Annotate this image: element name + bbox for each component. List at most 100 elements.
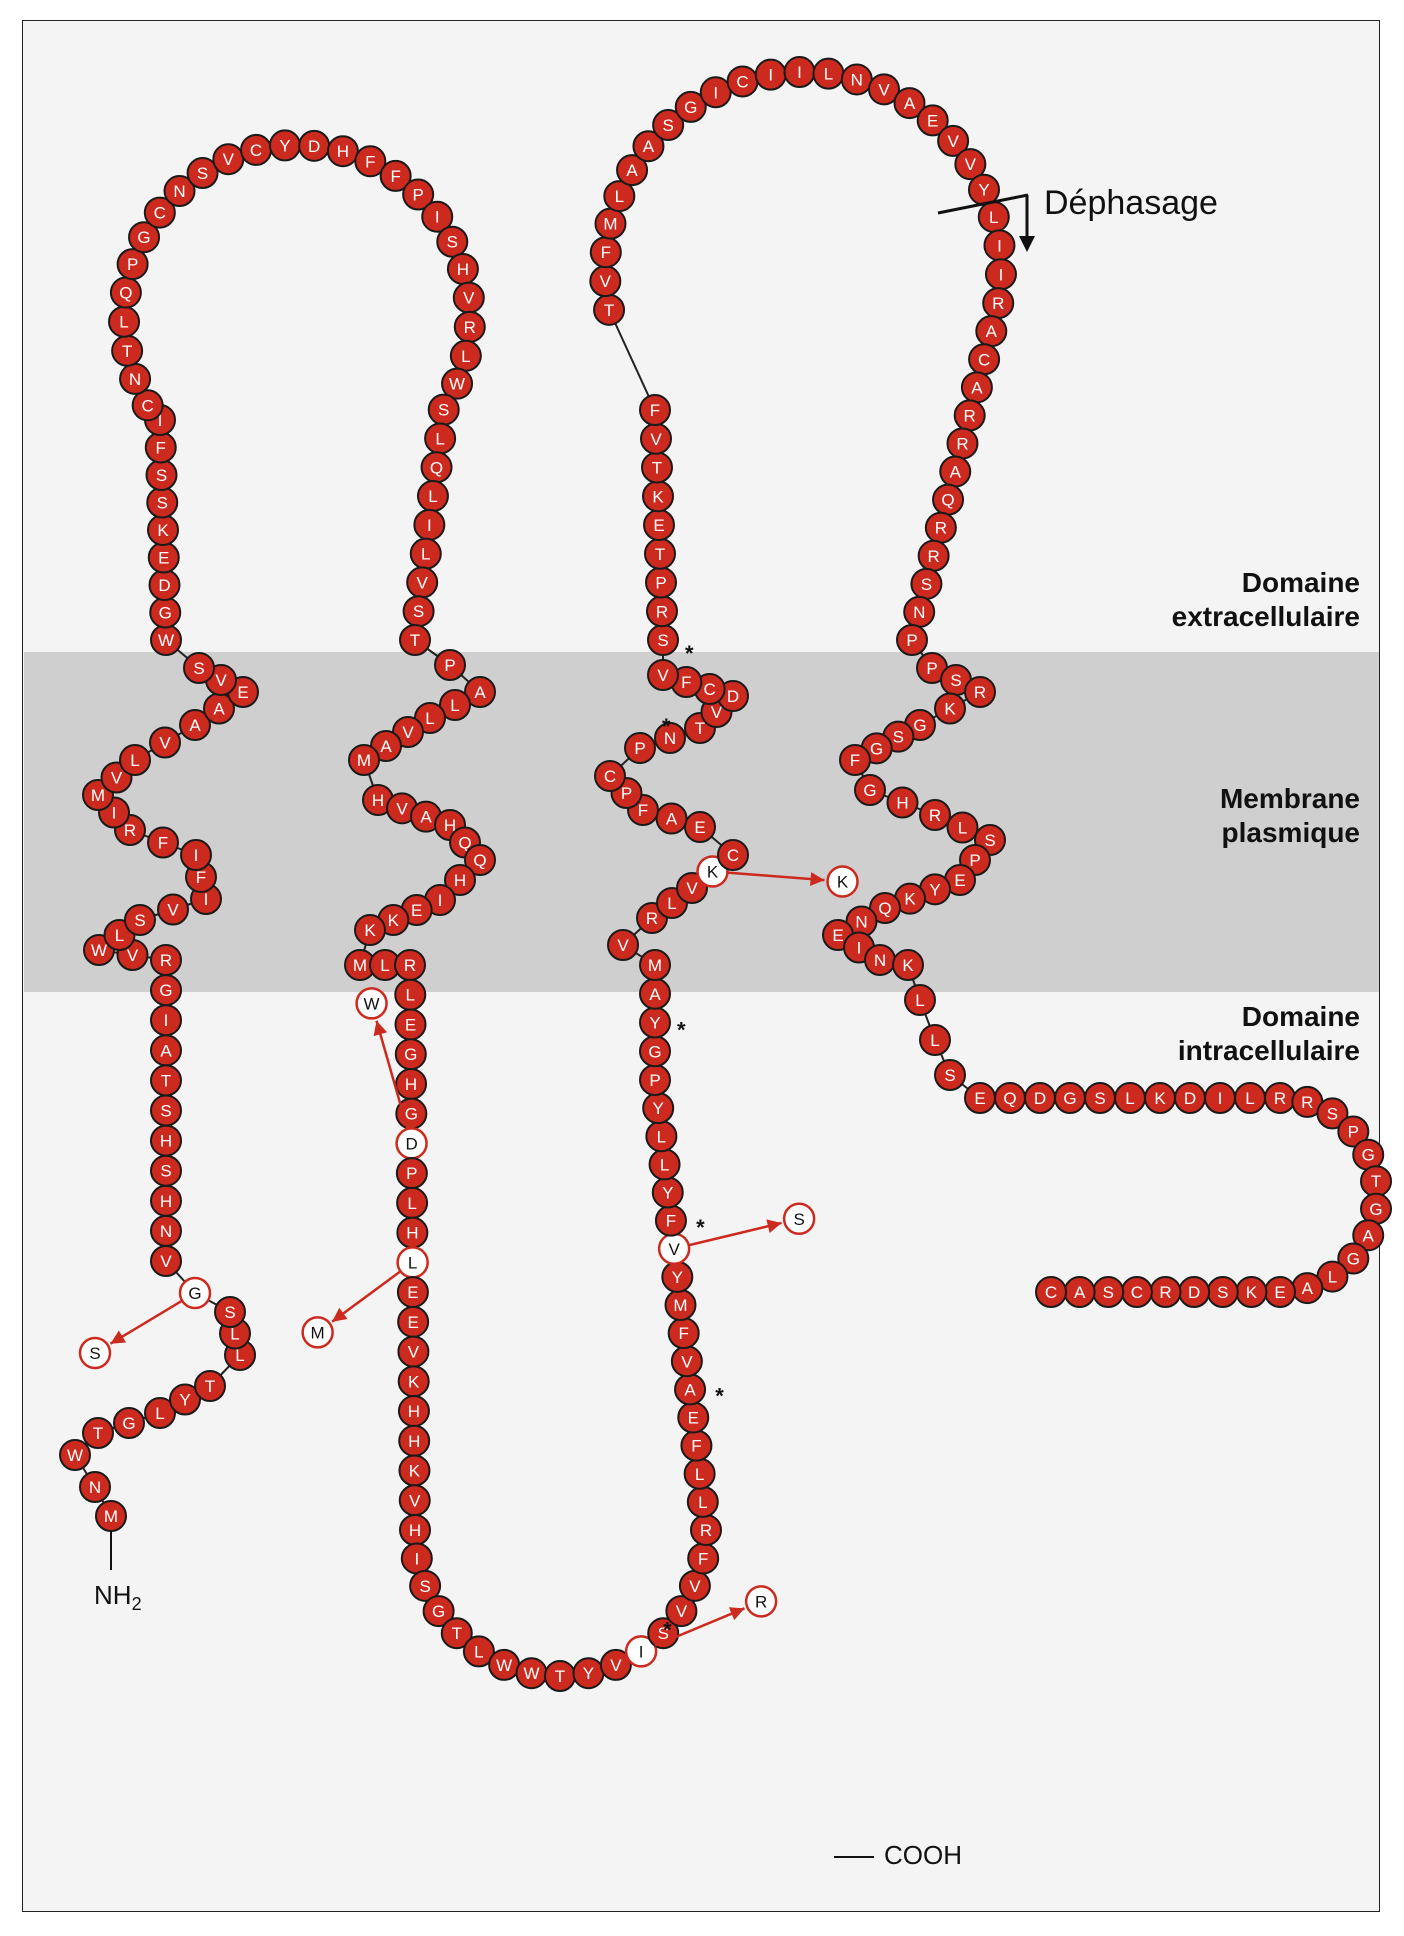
residue-20: A xyxy=(150,1034,182,1067)
residue-4: T xyxy=(82,1417,114,1449)
residue-letter: E xyxy=(974,1089,985,1108)
residue-173: C xyxy=(594,760,626,792)
residue-circle xyxy=(147,826,179,859)
residue-letter: A xyxy=(160,1041,172,1060)
residue-circle xyxy=(402,178,435,211)
residue-circle xyxy=(113,1407,145,1439)
residue-43: S xyxy=(183,652,215,684)
residue-circle xyxy=(839,744,871,776)
residue-letter: I xyxy=(414,1549,419,1568)
residue-160: Y xyxy=(639,1006,671,1039)
residue-letter: L xyxy=(428,487,437,506)
residue-letter: F xyxy=(196,868,206,887)
residue-chain: MNWTGLYTLLSGVNHSHSTAIGRVWLSVIFIFRIMVLVAA… xyxy=(59,56,1393,1692)
residue-59: G xyxy=(128,221,161,254)
substituted-residue-circle xyxy=(301,1316,334,1349)
residue-letter: E xyxy=(694,818,705,837)
residue-circle xyxy=(439,689,471,721)
residue-148: V xyxy=(670,1345,703,1378)
residue-letter: N xyxy=(173,182,185,201)
residue-278: D xyxy=(1178,1276,1211,1308)
residue-letter: C xyxy=(604,767,616,786)
residue-letter: T xyxy=(655,545,665,564)
residue-letter: A xyxy=(1074,1283,1086,1302)
residue-266: S xyxy=(1316,1097,1349,1130)
residue-letter: F xyxy=(698,1549,708,1568)
residue-128: S xyxy=(409,1569,442,1602)
cysteine-asterisk: * xyxy=(715,1384,724,1409)
residue-letter: E xyxy=(407,1313,418,1332)
residue-letter: R xyxy=(964,406,976,425)
residue-212: L xyxy=(977,200,1010,233)
residue-circle xyxy=(674,90,707,123)
residue-letter: F xyxy=(850,751,860,770)
mutation-arrowhead xyxy=(332,1307,348,1322)
n-terminus-text: NH xyxy=(94,1580,132,1610)
residue-circle xyxy=(326,135,359,168)
residue-circle xyxy=(624,732,656,764)
residue-letter: F xyxy=(638,801,648,820)
residue-letter: L xyxy=(989,208,998,227)
residue-letter: C xyxy=(704,680,716,699)
residue-192: V xyxy=(589,265,622,298)
residue-275: E xyxy=(1264,1276,1296,1308)
residue-circle xyxy=(886,786,919,819)
residue-circle xyxy=(409,1569,442,1602)
residue-letter: V xyxy=(463,289,475,308)
residue-279: R xyxy=(1149,1276,1182,1308)
residue-letter: H xyxy=(405,1075,417,1094)
residue-283: C xyxy=(1035,1276,1067,1308)
residue-letter: G xyxy=(1347,1250,1360,1269)
residue-letter: V xyxy=(610,1656,622,1675)
residue-154: Y xyxy=(651,1176,684,1209)
residue-letter: V xyxy=(617,936,629,955)
substituted-residue-letter: S xyxy=(89,1344,100,1363)
residue-circle xyxy=(616,154,649,187)
residue-letter: P xyxy=(969,851,980,870)
residue-circle xyxy=(652,109,685,142)
residue-circle xyxy=(632,130,665,163)
residue-circle xyxy=(124,904,156,936)
residue-140: V xyxy=(678,1569,711,1602)
residue-55: T xyxy=(111,334,144,367)
cysteine-asterisk: * xyxy=(685,641,694,666)
residue-circle xyxy=(607,929,639,961)
residue-circle xyxy=(639,949,671,981)
residue-209: V xyxy=(937,124,970,157)
residue-181: V xyxy=(647,659,679,691)
residue-letter: H xyxy=(454,871,466,890)
residue-50: S xyxy=(145,459,178,491)
residue-letter: I xyxy=(713,83,718,102)
residue-circle xyxy=(179,709,211,741)
residue-letter: Q xyxy=(430,458,443,477)
residue-circle xyxy=(893,87,926,120)
residue-circle xyxy=(904,984,936,1016)
residue-letter: S xyxy=(160,1102,171,1121)
residue-116: H xyxy=(396,1216,429,1249)
residue-letter: A xyxy=(950,463,962,482)
residue-circle xyxy=(854,774,886,806)
residue-71: I xyxy=(421,200,454,233)
substituted-residue-letter: K xyxy=(837,873,849,892)
residue-146: E xyxy=(677,1401,710,1434)
residue-letter: K xyxy=(409,1462,421,1481)
residue-letter: E xyxy=(927,111,938,130)
residue-letter: R xyxy=(992,294,1004,313)
residue-letter: W xyxy=(67,1446,83,1465)
residue-letter: P xyxy=(444,656,455,675)
residue-circle xyxy=(399,624,431,656)
residue-39: A xyxy=(179,709,211,741)
residue-16: S xyxy=(150,1154,182,1187)
residue-236: G xyxy=(854,774,886,806)
residue-letter: V xyxy=(159,734,171,753)
residue-207: A xyxy=(893,87,926,120)
residue-letter: I xyxy=(204,890,209,909)
residue-circle xyxy=(1035,1276,1067,1308)
residue-118: E xyxy=(396,1276,429,1309)
residue-letter: A xyxy=(213,700,225,719)
residue-163: V xyxy=(607,929,639,961)
residue-letter: H xyxy=(406,1224,418,1243)
residue-circle xyxy=(143,196,176,229)
residue-circle xyxy=(599,1648,632,1681)
